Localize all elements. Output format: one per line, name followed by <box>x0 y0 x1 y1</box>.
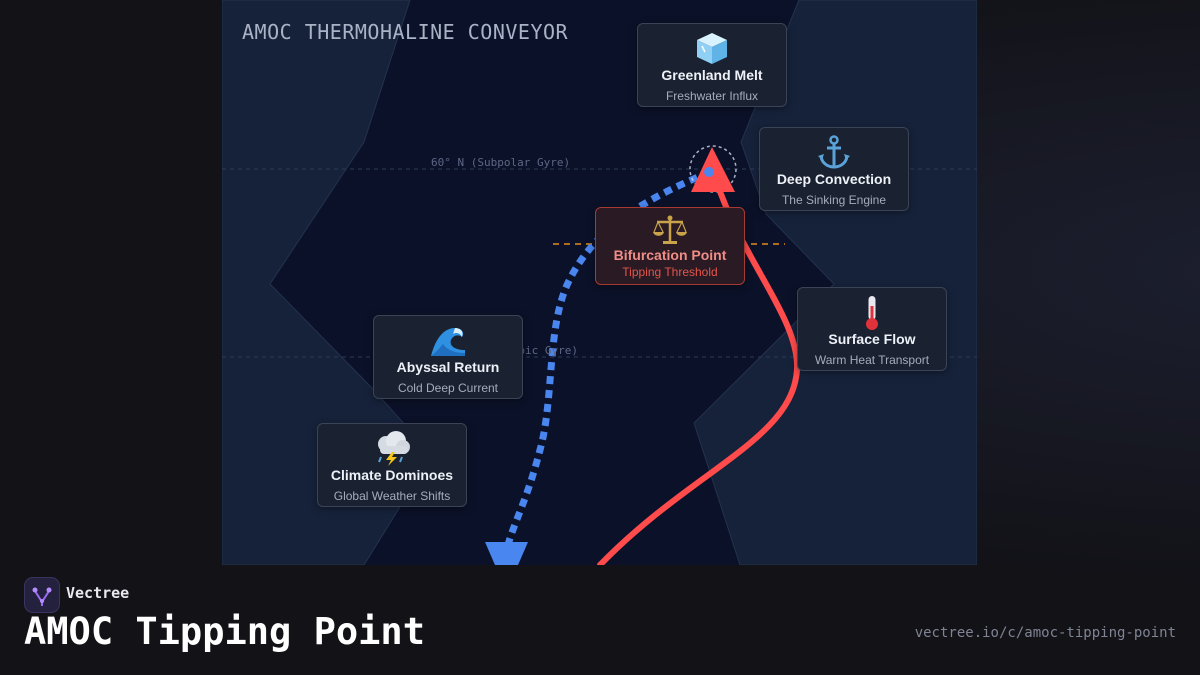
card-subtitle: The Sinking Engine <box>781 193 887 207</box>
storm-cloud-icon <box>318 430 466 466</box>
card-title: Bifurcation Point <box>613 247 727 263</box>
card-abyssal-return: Abyssal Return Cold Deep Current <box>373 315 523 399</box>
card-title: Abyssal Return <box>396 359 500 375</box>
warm-surface-flow-path <box>597 177 801 565</box>
card-subtitle: Warm Heat Transport <box>814 353 930 367</box>
sinking-point-dot <box>704 167 714 177</box>
balance-scale-icon <box>596 214 744 246</box>
sinking-zone-ring <box>689 145 737 193</box>
brand-name: Vectree <box>66 584 130 602</box>
card-surface-flow: Surface Flow Warm Heat Transport <box>797 287 947 371</box>
card-title: Climate Dominoes <box>330 467 454 483</box>
card-title: Deep Convection <box>776 171 892 187</box>
anchor-icon <box>760 134 908 170</box>
cold-flow-arrowhead <box>485 542 528 565</box>
card-subtitle: Freshwater Influx <box>665 89 759 103</box>
thermometer-icon <box>798 294 946 330</box>
ice-cube-icon <box>638 30 786 66</box>
card-subtitle: Tipping Threshold <box>622 265 718 279</box>
diagram-canvas: AMOC THERMOHALINE CONVEYOR 60° N (Subpol… <box>222 0 977 565</box>
brand-logo-icon <box>24 577 60 613</box>
card-subtitle: Cold Deep Current <box>397 381 499 395</box>
page-title: AMOC Tipping Point <box>24 610 425 653</box>
latitude-label-60n: 60° N (Subpolar Gyre) <box>431 156 571 169</box>
card-deep-convection: Deep Convection The Sinking Engine <box>759 127 909 211</box>
diagram-title: AMOC THERMOHALINE CONVEYOR <box>242 20 569 44</box>
card-title: Surface Flow <box>828 331 916 347</box>
card-title: Greenland Melt <box>661 67 763 83</box>
card-bifurcation-point: Bifurcation Point Tipping Threshold <box>595 207 745 285</box>
page-url-link[interactable]: vectree.io/c/amoc-tipping-point <box>914 625 1176 641</box>
card-greenland-melt: Greenland Melt Freshwater Influx <box>637 23 787 107</box>
card-subtitle: Global Weather Shifts <box>333 489 451 503</box>
wave-icon <box>374 322 522 358</box>
card-climate-dominoes: Climate Dominoes Global Weather Shifts <box>317 423 467 507</box>
